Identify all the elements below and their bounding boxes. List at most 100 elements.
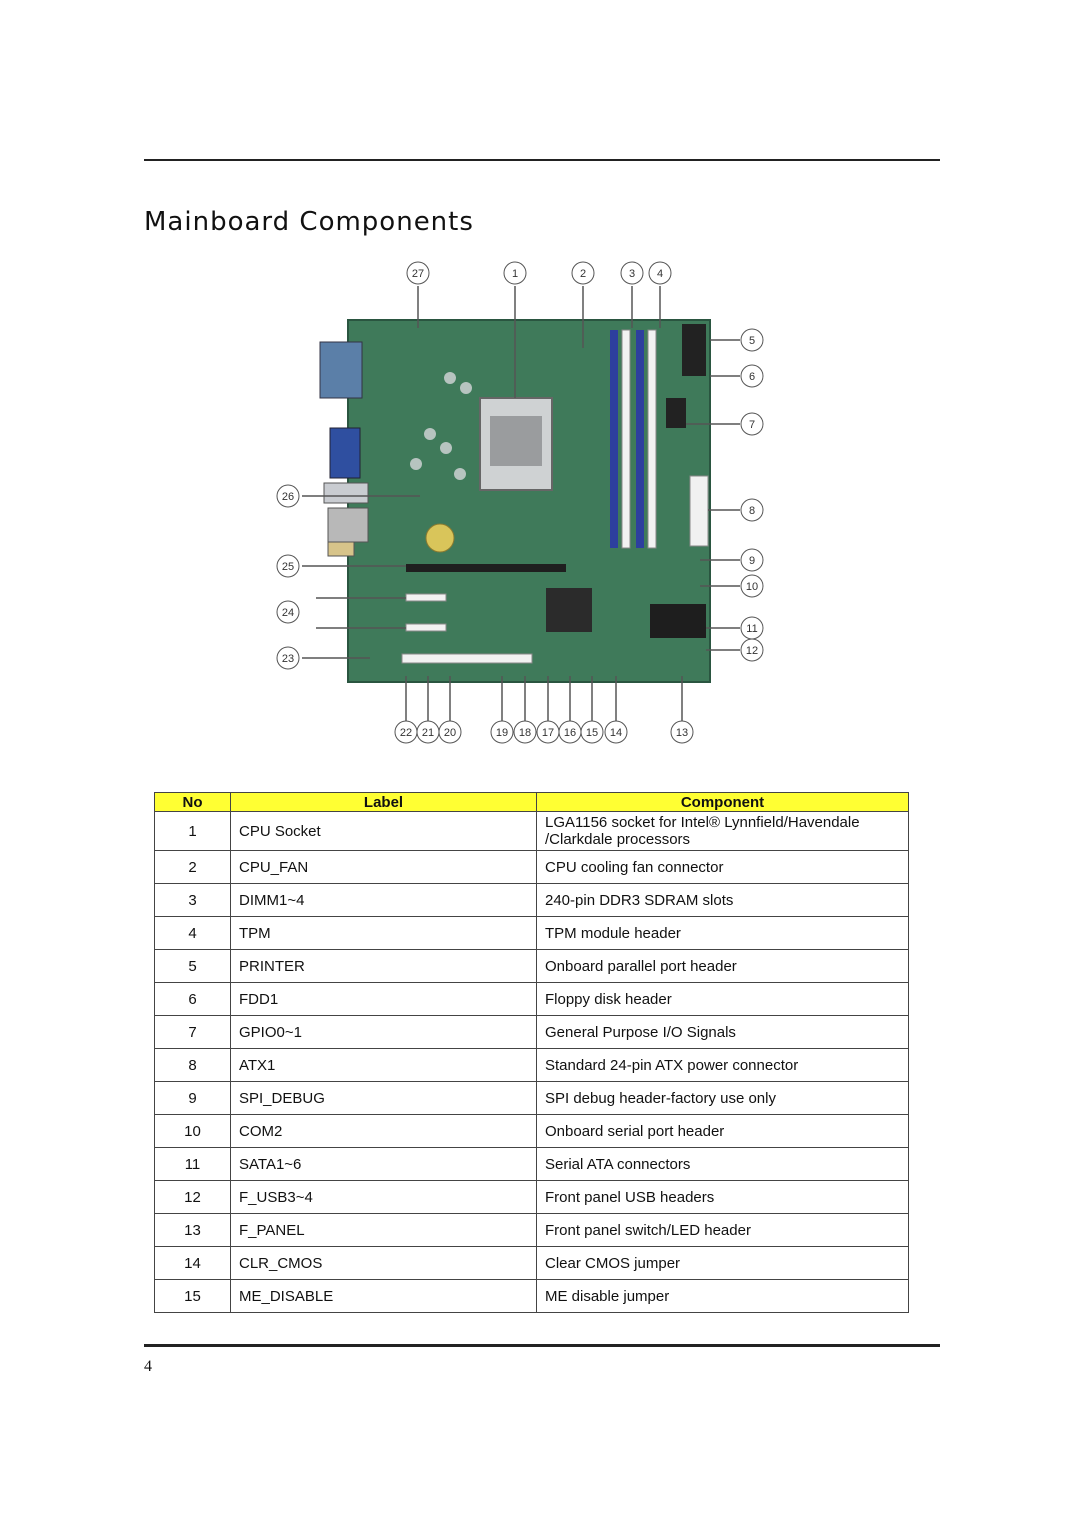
callout-22-label: 22 [400,727,412,739]
header-component: Component [536,792,909,812]
cell-label: COM2 [230,1114,537,1148]
callout-6 [740,364,764,388]
rear-io-audio [327,541,355,557]
pci-slot [401,653,533,664]
cell-label: TPM [230,916,537,950]
rear-io-lan [327,507,369,543]
cell-component: ME disable jumper [536,1279,909,1313]
callout-21-label: 21 [422,727,434,739]
table-row: 3 DIMM1~4 240-pin DDR3 SDRAM slots [154,883,909,917]
cell-label: F_USB3~4 [230,1180,537,1214]
cell-no: 15 [154,1279,231,1313]
dimm-slot-2 [621,329,631,549]
callout-11-label: 11 [746,623,757,635]
callout-18-label: 18 [519,727,531,739]
table-row: 14 CLR_CMOS Clear CMOS jumper [154,1246,909,1280]
callout-16-label: 16 [564,727,576,739]
callout-14-label: 14 [610,727,622,739]
cell-component: SPI debug header-factory use only [536,1081,909,1115]
rear-io-usb [323,482,369,504]
callout-20-label: 20 [444,727,456,739]
rear-io-serial [319,341,363,399]
cell-no: 2 [154,850,231,884]
callout-12-label: 12 [746,645,758,657]
cell-component: Standard 24-pin ATX power connector [536,1048,909,1082]
table-row: 11 SATA1~6 Serial ATA connectors [154,1147,909,1181]
cell-component: CPU cooling fan connector [536,850,909,884]
mainboard-figure: 27 1 2 3 4 5 6 7 8 9 10 11 12 26 25 24 [276,261,764,744]
callout-15-label: 15 [586,727,598,739]
callout-27-label: 27 [412,268,424,280]
callout-23 [276,646,300,670]
callout-12 [740,638,764,662]
callout-10-label: 10 [746,581,758,593]
callout-7-label: 7 [749,419,755,431]
callout-2-label: 2 [580,268,586,280]
chipset-heatsink [546,588,592,632]
cell-label: CPU_FAN [230,850,537,884]
callout-26 [276,484,300,508]
callout-23-label: 23 [282,653,294,665]
cell-label: CPU Socket [230,811,537,851]
cell-no: 5 [154,949,231,983]
cell-no: 8 [154,1048,231,1082]
cell-label: PRINTER [230,949,537,983]
cell-no: 13 [154,1213,231,1247]
pcie-x1-slot-1 [405,593,447,602]
cell-no: 6 [154,982,231,1016]
pcie-x1-slot-2 [405,623,447,632]
cell-component: Clear CMOS jumper [536,1246,909,1280]
cell-no: 4 [154,916,231,950]
table-row: 1 CPU Socket LGA1156 socket for Intel® L… [154,811,909,851]
pcie-x16-slot [406,564,566,572]
cell-component: Onboard parallel port header [536,949,909,983]
callout-5 [740,328,764,352]
table-row: 6 FDD1 Floppy disk header [154,982,909,1016]
cell-component: 240-pin DDR3 SDRAM slots [536,883,909,917]
cell-label: GPIO0~1 [230,1015,537,1049]
components-table: No Label Component 1 CPU Socket LGA1156 … [154,792,909,1313]
cell-no: 9 [154,1081,231,1115]
top-rule [144,159,940,161]
callout-3 [620,261,644,285]
callouts-left: 26 25 24 23 [276,484,300,670]
page-title: Mainboard Components [144,207,474,238]
callouts-bottom: 22 21 20 19 18 17 16 15 14 13 [394,720,694,744]
cell-component: Front panel USB headers [536,1180,909,1214]
callout-4-label: 4 [657,268,663,280]
callout-24 [276,600,300,624]
cell-component: Onboard serial port header [536,1114,909,1148]
table-row: 5 PRINTER Onboard parallel port header [154,949,909,983]
header-label: Label [230,792,537,812]
tpm-header [666,398,686,428]
callout-4 [648,261,672,285]
cell-label: SPI_DEBUG [230,1081,537,1115]
callout-9-label: 9 [749,555,755,567]
callout-17-label: 17 [542,727,554,739]
callout-25 [276,554,300,578]
callout-3-label: 3 [629,268,635,280]
cell-no: 3 [154,883,231,917]
components-table-wrap: No Label Component 1 CPU Socket LGA1156 … [154,792,909,1313]
cell-label: SATA1~6 [230,1147,537,1181]
sata-connectors [650,604,706,638]
callouts-right: 5 6 7 8 9 10 11 12 [740,328,764,662]
table-row: 10 COM2 Onboard serial port header [154,1114,909,1148]
rear-io-vga [329,427,361,479]
callout-2 [571,261,595,285]
callout-1 [503,261,527,285]
callouts-top: 27 1 2 3 4 [406,261,672,285]
page-number: 4 [144,1358,152,1375]
callout-24-label: 24 [282,607,294,619]
table-row: 15 ME_DISABLE ME disable jumper [154,1279,909,1313]
dimm-slot-3 [636,330,644,548]
bottom-rule [144,1344,940,1347]
callout-25-label: 25 [282,561,294,573]
table-row: 7 GPIO0~1 General Purpose I/O Signals [154,1015,909,1049]
table-row: 8 ATX1 Standard 24-pin ATX power connect… [154,1048,909,1082]
cell-component: LGA1156 socket for Intel® Lynnfield/Have… [536,811,909,851]
callout-19-label: 19 [496,727,508,739]
table-row: 13 F_PANEL Front panel switch/LED header [154,1213,909,1247]
cell-component: General Purpose I/O Signals [536,1015,909,1049]
callout-8-label: 8 [749,505,755,517]
